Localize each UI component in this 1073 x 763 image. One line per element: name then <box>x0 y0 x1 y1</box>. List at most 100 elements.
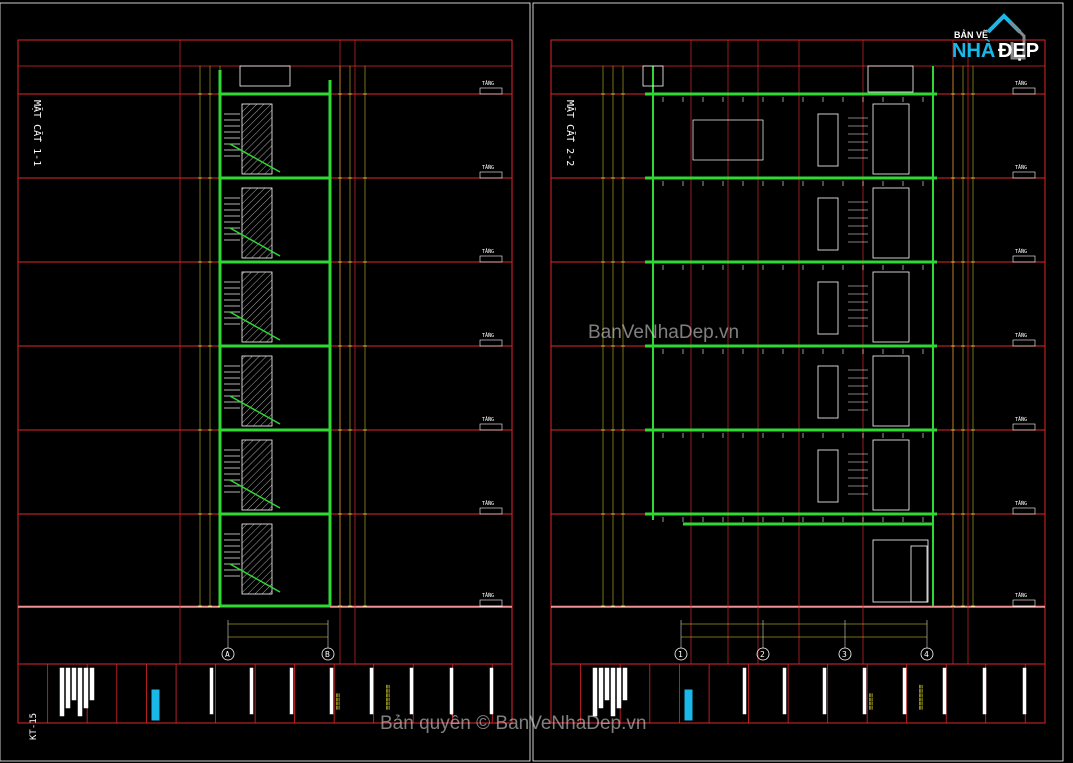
title-text-yellow: ≡≡≡≡ <box>334 693 342 710</box>
level-tag <box>479 599 503 607</box>
title-cell-bar <box>249 667 254 715</box>
title-cell-bar <box>289 667 294 715</box>
stair-flight <box>241 439 273 511</box>
level-label: TẦNG <box>482 80 494 87</box>
axis-label: 2 <box>760 650 765 659</box>
title-text-yellow: ≡≡≡≡≡≡ <box>384 685 392 710</box>
door <box>817 365 839 419</box>
title-cell-bar <box>782 667 787 715</box>
title-logo-bar <box>610 667 616 717</box>
door <box>817 113 839 167</box>
door <box>817 449 839 503</box>
title-text-yellow: ≡≡≡≡ <box>867 693 875 710</box>
level-label: TẦNG <box>482 500 494 507</box>
stair-flight <box>241 523 273 595</box>
title-cell-bar <box>822 667 827 715</box>
level-label: TẦNG <box>482 332 494 339</box>
house-logo-icon <box>986 13 1026 60</box>
title-logo-bar <box>616 667 622 709</box>
stair-rail <box>229 479 281 509</box>
axis-label: 3 <box>842 650 847 659</box>
level-tag <box>479 423 503 431</box>
title-cell-bar <box>1022 667 1027 715</box>
logo-text-nha: NHÀ <box>952 40 996 62</box>
level-tag <box>1012 507 1036 515</box>
stair-rail <box>229 227 281 257</box>
title-stamp-cyan <box>684 689 693 721</box>
stair-rail <box>229 143 281 173</box>
level-label: TẦNG <box>1015 248 1027 255</box>
level-label: TẦNG <box>482 416 494 423</box>
title-logo-bar <box>598 667 604 709</box>
stair-flight <box>241 103 273 175</box>
title-cell-bar <box>862 667 867 715</box>
watermark-bottom: Bản quyền © BanVeNhaDep.vn <box>380 713 647 734</box>
level-tag <box>479 87 503 95</box>
title-cell-bar <box>329 667 334 715</box>
level-tag <box>1012 339 1036 347</box>
title-block: ≡≡≡≡≡≡≡≡≡≡KT-15 <box>17 663 513 740</box>
axis-label: 1 <box>678 650 683 659</box>
ground-stair-block <box>872 539 929 603</box>
watermark-center: BanVeNhaDep.vn <box>588 322 740 343</box>
stair-shaft <box>872 439 910 511</box>
title-cell-bar <box>449 667 454 715</box>
drawing-frame <box>550 39 1046 724</box>
level-tag <box>479 339 503 347</box>
title-logo-bar <box>604 667 610 701</box>
title-cell-bar <box>982 667 987 715</box>
axis-label: A <box>225 650 230 659</box>
level-label: TẦNG <box>1015 80 1027 87</box>
axis-label: B <box>325 650 330 659</box>
stair-shaft <box>872 187 910 259</box>
title-logo-bar <box>71 667 77 701</box>
level-label: TẦNG <box>1015 164 1027 171</box>
level-label: TẦNG <box>482 164 494 171</box>
title-block: ≡≡≡≡≡≡≡≡≡≡ <box>550 663 1046 724</box>
stair-shaft <box>872 103 910 175</box>
title-logo-bar <box>77 667 83 717</box>
level-label: TẦNG <box>482 248 494 255</box>
title-logo-bar <box>622 667 628 701</box>
section-title: MẶT CẮT 1-1 <box>31 100 44 166</box>
door <box>817 197 839 251</box>
title-logo-bar <box>59 667 65 717</box>
roof-box <box>239 65 291 87</box>
section-title: MẶT CẮT 2-2 <box>564 100 577 166</box>
stair-shaft <box>872 271 910 343</box>
parapet <box>642 65 664 87</box>
title-text-yellow: ≡≡≡≡≡≡ <box>917 685 925 710</box>
level-tag <box>1012 255 1036 263</box>
title-cell-bar <box>489 667 494 715</box>
ground-door <box>910 545 928 603</box>
logo-text-dep: ĐẸP <box>998 40 1040 62</box>
window-opening <box>692 119 764 161</box>
level-tag <box>479 171 503 179</box>
stair-rail <box>229 395 281 425</box>
sheet-border <box>0 2 531 762</box>
level-label: TẦNG <box>1015 592 1027 599</box>
logo-text-line1: BẢN VẼ <box>954 30 989 40</box>
stair-flight <box>241 355 273 427</box>
roof-box <box>867 65 914 93</box>
title-cell-bar <box>742 667 747 715</box>
axis-label: 4 <box>924 650 929 659</box>
stair-shaft <box>872 355 910 427</box>
stair-rail <box>229 311 281 341</box>
stair-flight <box>241 187 273 259</box>
level-label: TẦNG <box>1015 332 1027 339</box>
title-cell-bar <box>369 667 374 715</box>
title-cell-bar <box>902 667 907 715</box>
title-cell-bar <box>209 667 214 715</box>
level-tag <box>479 507 503 515</box>
level-tag <box>1012 599 1036 607</box>
level-tag <box>1012 423 1036 431</box>
section-sheet-2: ≡≡≡≡≡≡≡≡≡≡MẶT CẮT 2-2TẦNGTẦNGTẦNGTẦNGTẦN… <box>532 2 1064 762</box>
brand-logo: BẢN VẼ NHÀ ĐẸP <box>948 10 1066 66</box>
level-tag <box>1012 87 1036 95</box>
sheet-border <box>532 2 1064 762</box>
title-logo-bar <box>89 667 95 701</box>
level-label: TẦNG <box>1015 500 1027 507</box>
